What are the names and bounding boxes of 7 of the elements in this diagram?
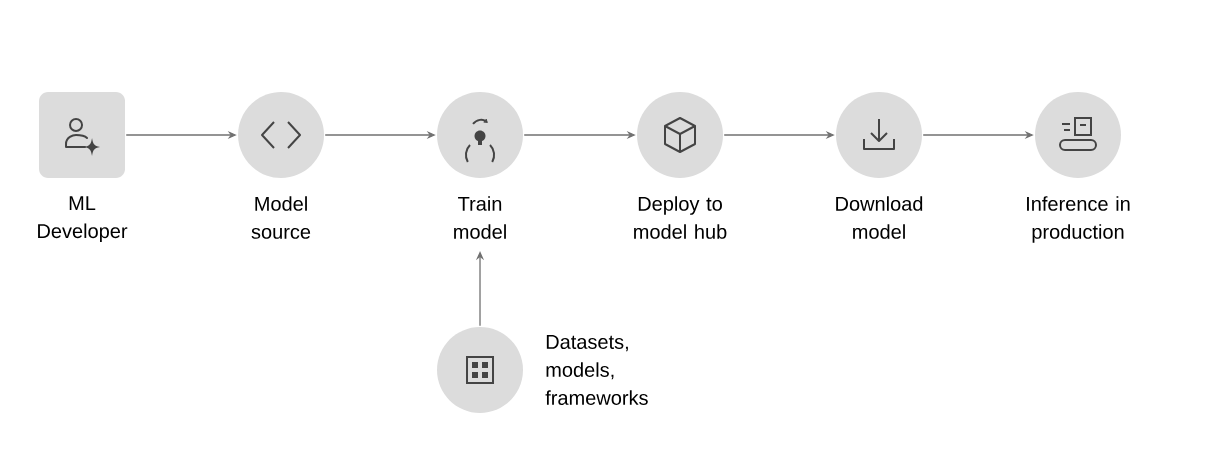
step-label: Inference in production xyxy=(1027,196,1130,243)
step-label: Datasets, models, frameworks xyxy=(545,335,648,405)
step-label: Deploy to model hub xyxy=(634,196,727,239)
step-label: Download model xyxy=(836,196,923,239)
step-label: Train model xyxy=(454,196,506,239)
step-label: ML Developer xyxy=(38,196,128,243)
step-label: Model source xyxy=(251,196,311,239)
